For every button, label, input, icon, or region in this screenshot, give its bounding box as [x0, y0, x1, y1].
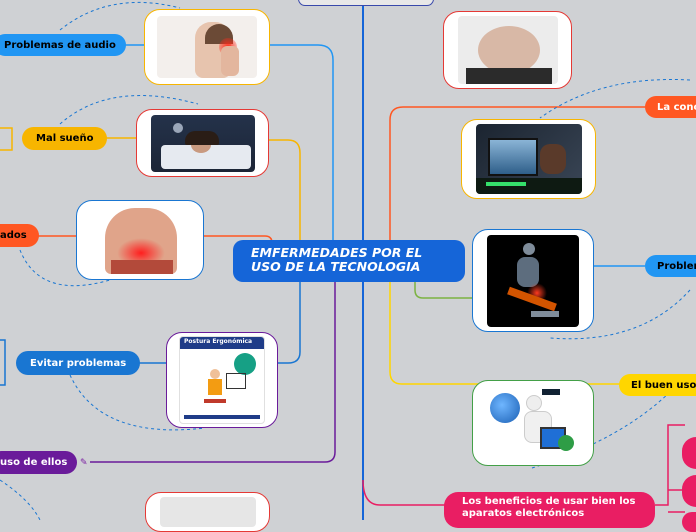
- partial-image: [160, 497, 256, 527]
- topic-label: Evitar problemas: [30, 358, 126, 369]
- image-frame-belly[interactable]: [443, 11, 572, 89]
- top-partial-node: [298, 0, 434, 6]
- topic-label-line2: aparatos electrónicos: [462, 508, 584, 520]
- subtopic-node[interactable]: [682, 512, 696, 532]
- poster-title: Postura Ergonómica: [184, 338, 252, 345]
- image-frame-ear-pain[interactable]: [144, 9, 270, 85]
- topic-label: Problem: [657, 261, 696, 272]
- mind-map-canvas: Problemas de audio Mal sueño ados Evitar…: [0, 0, 696, 520]
- central-title-line2: USO DE LA TECNOLOGIA: [251, 260, 465, 274]
- ear-pain-image: [157, 16, 257, 78]
- topic-beneficios[interactable]: Los beneficios de usar bien los aparatos…: [444, 492, 655, 528]
- topic-label-line1: Los beneficios de usar bien los: [462, 496, 635, 508]
- globe-computer-image: [486, 385, 580, 461]
- topic-problemas-de-audio[interactable]: Problemas de audio: [0, 34, 126, 56]
- gaming-image: [476, 124, 582, 194]
- topic-mal-sueno[interactable]: Mal sueño: [22, 127, 107, 150]
- topic-label: La conc: [657, 102, 696, 113]
- topic-label: El buen uso d: [631, 380, 696, 391]
- image-frame-sleep[interactable]: [136, 109, 269, 177]
- topic-label: ados: [0, 230, 27, 241]
- topic-ados[interactable]: ados: [0, 224, 39, 247]
- image-frame-ergonomic[interactable]: Postura Ergonómica: [166, 332, 278, 428]
- image-frame-back-pain[interactable]: [76, 200, 204, 280]
- image-frame-knee-pain[interactable]: [472, 229, 594, 332]
- image-frame-gaming[interactable]: [461, 119, 596, 199]
- topic-evitar-problemas[interactable]: Evitar problemas: [16, 351, 140, 375]
- topic-problem[interactable]: Problem: [645, 255, 696, 277]
- sleep-image: [151, 115, 255, 172]
- image-frame-globe-computer[interactable]: [472, 380, 594, 466]
- topic-la-conc[interactable]: La conc: [645, 96, 696, 118]
- topic-uso-de-ellos[interactable]: uso de ellos: [0, 451, 77, 474]
- belly-image: [458, 16, 558, 84]
- image-frame-partial-bottom[interactable]: [145, 492, 270, 532]
- topic-el-buen-uso[interactable]: El buen uso d: [619, 374, 696, 396]
- topic-label: Problemas de audio: [4, 40, 116, 51]
- ergonomic-poster-image: Postura Ergonómica: [179, 336, 265, 424]
- topic-label: uso de ellos: [0, 457, 67, 468]
- central-topic[interactable]: EMFERMEDADES POR EL USO DE LA TECNOLOGIA: [233, 240, 465, 282]
- knee-pain-image: [487, 235, 579, 327]
- back-pain-image: [91, 206, 189, 274]
- topic-label: Mal sueño: [36, 133, 93, 144]
- link-icon[interactable]: ✎: [80, 458, 88, 468]
- central-title-line1: EMFERMEDADES POR EL: [251, 246, 465, 260]
